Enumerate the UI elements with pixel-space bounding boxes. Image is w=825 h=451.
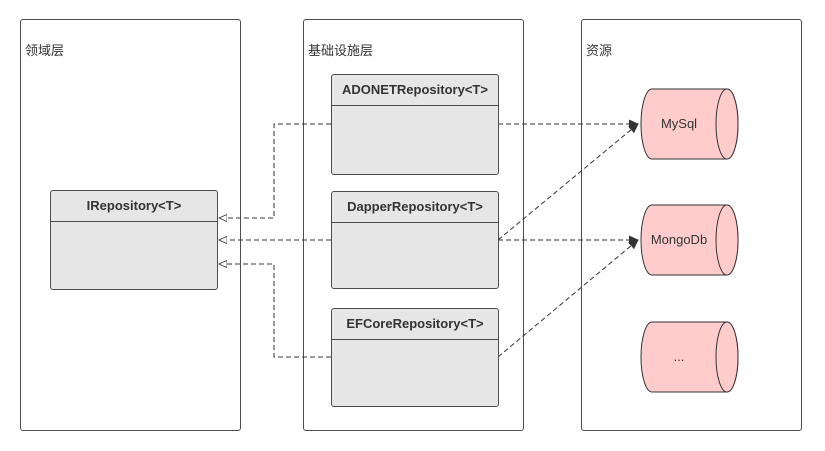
- class-efcore-repository[interactable]: EFCoreRepository<T>: [331, 308, 499, 407]
- database-mysql-icon[interactable]: [640, 88, 739, 160]
- database-mongodb-label: MongoDb: [650, 232, 708, 247]
- class-efcore-repository-title: EFCoreRepository<T>: [332, 309, 498, 340]
- class-irepository[interactable]: IRepository<T>: [50, 190, 218, 290]
- lane-title-infrastructure: 基础设施层: [308, 43, 374, 58]
- realization-adonet-line: [219, 123, 331, 218]
- class-irepository-title: IRepository<T>: [51, 191, 217, 222]
- database-more-label: ...: [673, 349, 685, 364]
- realization-efcore-line: [219, 264, 331, 358]
- dependency-dapper-mysql-line: [497, 123, 639, 241]
- class-dapper-repository-title: DapperRepository<T>: [332, 192, 498, 223]
- database-mysql-label: MySql: [660, 116, 698, 131]
- dependency-efcore-mongodb-line: [497, 239, 639, 358]
- lane-title-domain: 领域层: [25, 43, 65, 58]
- class-dapper-repository[interactable]: DapperRepository<T>: [331, 191, 499, 289]
- class-adonet-repository[interactable]: ADONETRepository<T>: [331, 74, 499, 175]
- lane-title-resources: 资源: [586, 43, 613, 58]
- database-mongodb-icon[interactable]: [640, 204, 739, 276]
- class-adonet-repository-title: ADONETRepository<T>: [332, 75, 498, 106]
- database-more-icon[interactable]: [640, 321, 739, 393]
